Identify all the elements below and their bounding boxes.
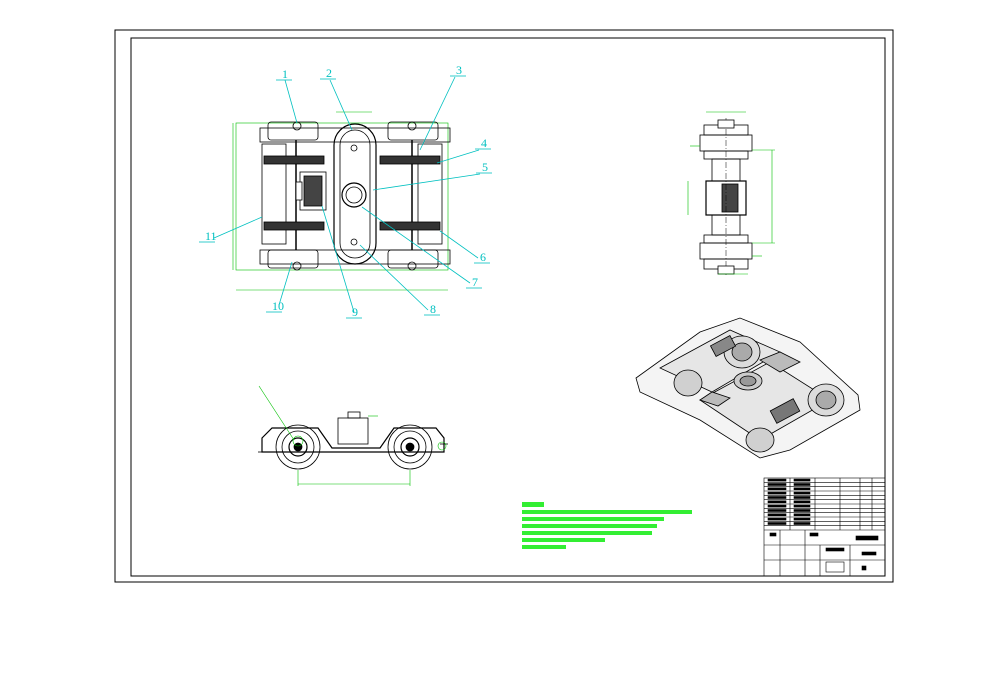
notes-title-bar xyxy=(522,502,544,507)
callout-number: 9 xyxy=(352,305,358,319)
callout-leader-1 xyxy=(284,79,298,124)
callout-number: 8 xyxy=(430,302,436,316)
title-block-row-text-mark xyxy=(767,478,787,482)
outer-border xyxy=(114,29,894,583)
callout-leader-5 xyxy=(372,173,481,191)
callout-number: 5 xyxy=(482,160,488,174)
callout-leader-11 xyxy=(213,216,263,239)
callout-leader-10 xyxy=(278,261,293,306)
title-block-row-text-mark xyxy=(767,522,787,525)
general-note-line xyxy=(522,524,657,528)
callout-number: 2 xyxy=(326,66,332,80)
top-view-drawing xyxy=(232,111,451,291)
title-block-row-text-mark xyxy=(767,487,787,491)
callout-leader-9 xyxy=(321,205,355,313)
title-block-row-text-mark xyxy=(767,491,787,495)
title-block-row-text-mark xyxy=(793,504,811,508)
title-block-row-text-mark xyxy=(793,496,811,499)
end-view-drawing xyxy=(687,111,775,275)
title-block-row-text-mark xyxy=(767,517,787,521)
callout-number: 1 xyxy=(282,67,288,81)
callout-number: 10 xyxy=(272,299,284,313)
general-note-line xyxy=(522,538,605,542)
title-block-row-text-mark xyxy=(793,487,811,491)
general-note-line xyxy=(522,510,692,514)
callout-number: 4 xyxy=(481,136,487,150)
side-elevation-drawing xyxy=(258,385,448,486)
callout-number: 7 xyxy=(472,275,478,289)
title-block-row-text-mark xyxy=(767,483,787,486)
title-block-row-text-mark xyxy=(793,513,811,517)
callout-leader-3 xyxy=(419,76,456,151)
callout-number: 6 xyxy=(480,250,486,264)
inner-border xyxy=(130,37,886,577)
title-block-row-text-mark xyxy=(793,509,811,512)
title-block-row-text-mark xyxy=(767,500,787,504)
title-block-row-text-mark xyxy=(793,483,811,486)
part-callouts: 1 2 3 4 5 67 8 9 10 11 xyxy=(199,63,492,319)
title-block-row-text-mark xyxy=(793,491,811,495)
callout-leader-4 xyxy=(436,149,480,164)
isometric-view-drawing xyxy=(635,317,861,459)
title-block-row-text-mark xyxy=(793,522,811,525)
general-note-line xyxy=(522,531,652,535)
callout-leader-6 xyxy=(439,230,479,259)
general-note-line xyxy=(522,517,664,521)
title-block xyxy=(763,477,886,577)
general-notes xyxy=(522,502,697,550)
title-block-row-text-mark xyxy=(793,478,811,482)
callout-number: 11 xyxy=(205,229,217,243)
callout-number: 3 xyxy=(456,63,462,77)
title-block-row-text-mark xyxy=(767,496,787,499)
title-block-row-text-mark xyxy=(767,509,787,512)
title-block-row-text-mark xyxy=(767,504,787,508)
general-note-line xyxy=(522,545,566,549)
title-block-row-text-mark xyxy=(793,517,811,521)
callout-leader-8 xyxy=(359,244,429,311)
title-block-row-text-mark xyxy=(793,500,811,504)
callout-leader-2 xyxy=(329,79,353,131)
title-block-row-text-mark xyxy=(767,513,787,517)
callout-leader-7 xyxy=(361,206,471,284)
